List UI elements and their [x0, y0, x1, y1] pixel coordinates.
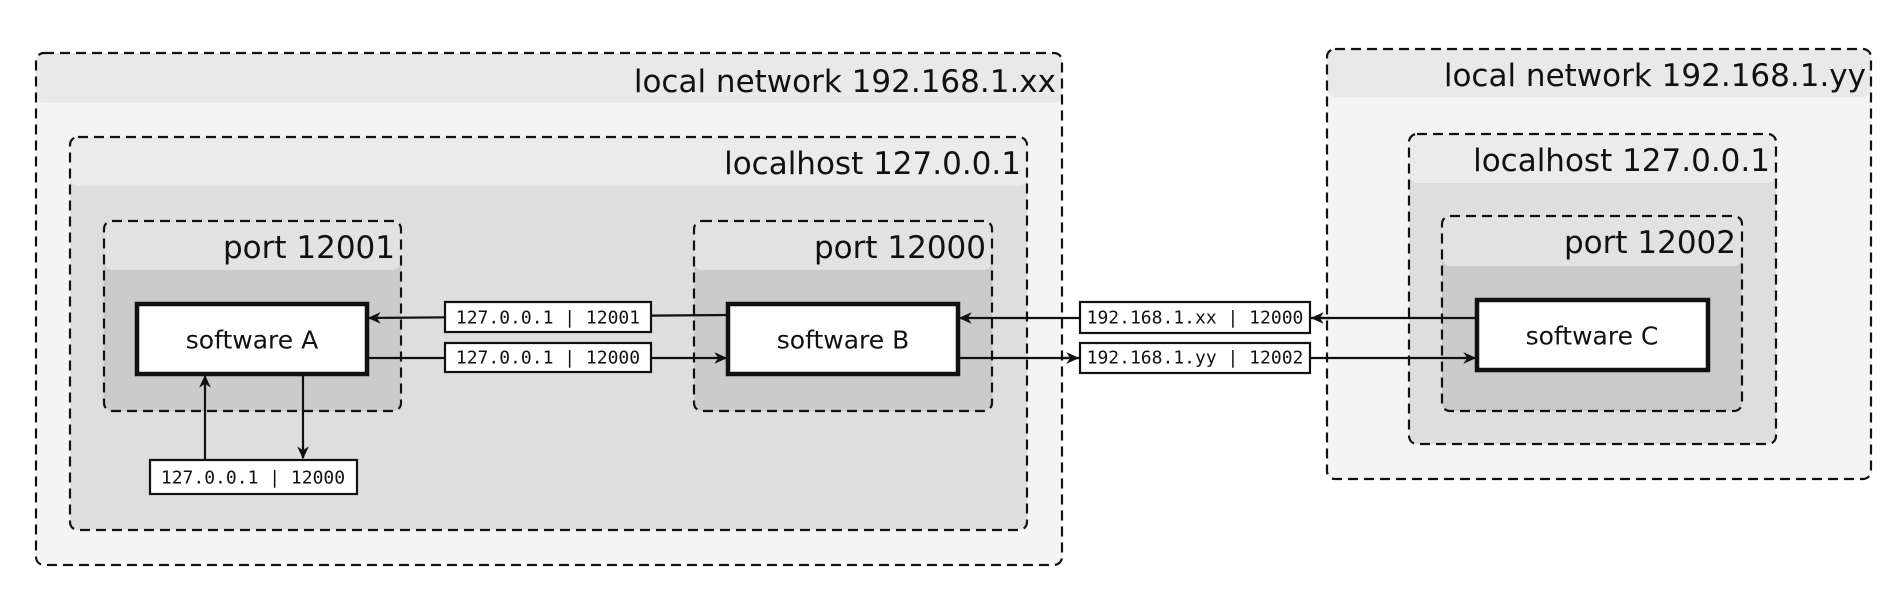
edge-label-text: 127.0.0.1 | 12001	[456, 308, 640, 329]
port-12002-title: port 12002	[1564, 225, 1736, 261]
port-12002-header	[1442, 216, 1742, 266]
network-left-header	[36, 53, 1062, 103]
software-c-label: software C	[1526, 322, 1659, 351]
edge-label-box	[1078, 300, 1312, 335]
edge-label-box	[1078, 341, 1312, 375]
edge-label-box	[443, 341, 653, 374]
edge-label-box	[148, 458, 359, 496]
edge-label-text: 127.0.0.1 | 12000	[456, 348, 640, 369]
software-b-box[interactable]	[725, 301, 961, 377]
software-a-label: software A	[186, 326, 318, 355]
node-software-b[interactable]: software B	[725, 301, 961, 377]
node-software-c[interactable]: software C	[1474, 297, 1711, 373]
network-right-title: local network 192.168.1.yy	[1444, 58, 1866, 94]
edge-label-a-to-b: 127.0.0.1 | 12000	[443, 341, 653, 374]
node-software-a[interactable]: software A	[134, 301, 370, 377]
port-12000-header	[694, 221, 992, 270]
software-a-box[interactable]	[134, 301, 370, 377]
edge-label-text: 127.0.0.1 | 12000	[161, 468, 345, 489]
network-left-border	[34, 51, 1064, 567]
network-right-header	[1327, 49, 1871, 97]
edge-label-text: 192.168.1.xx | 12000	[1087, 308, 1304, 329]
port-12000-title: port 12000	[814, 230, 986, 266]
localhost-right-title: localhost 127.0.0.1	[1473, 143, 1770, 179]
edge-label-b-to-a: 127.0.0.1 | 12001	[443, 300, 653, 334]
edge-label-c-to-b: 192.168.1.xx | 12000	[1078, 300, 1312, 335]
edge-label-text: 192.168.1.yy | 12002	[1087, 348, 1304, 369]
edge-label-b-to-c: 192.168.1.yy | 12002	[1078, 341, 1312, 375]
localhost-left-header	[70, 137, 1027, 186]
localhost-left-title: localhost 127.0.0.1	[724, 146, 1021, 182]
edge-label-box	[443, 300, 653, 334]
software-b-label: software B	[777, 326, 909, 355]
port-12002-border	[1440, 214, 1744, 413]
port-12001-header	[104, 221, 401, 270]
network-right-border	[1325, 47, 1873, 481]
software-c-box[interactable]	[1474, 297, 1711, 373]
localhost-left-border	[68, 135, 1029, 532]
edge-label-a-loop: 127.0.0.1 | 12000	[148, 458, 359, 496]
port-12001-title: port 12001	[223, 230, 395, 266]
network-left-title: local network 192.168.1.xx	[634, 64, 1056, 100]
localhost-right-header	[1409, 134, 1776, 183]
